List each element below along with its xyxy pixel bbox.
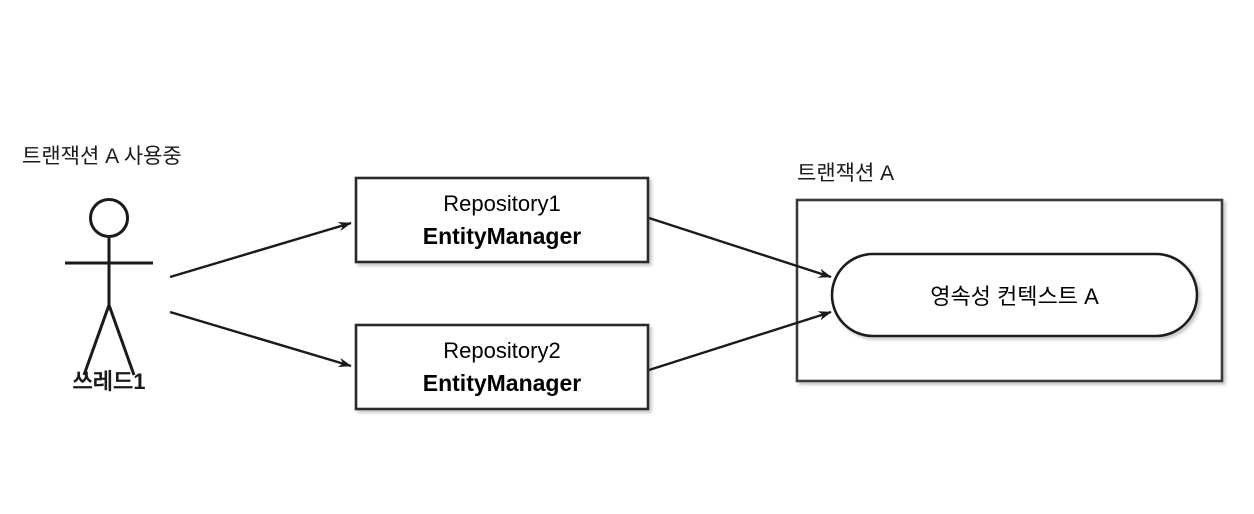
actor-head-icon: [89, 198, 129, 238]
actor-leg-left: [82, 304, 111, 376]
repository2-title: Repository2: [443, 337, 561, 363]
repository2-box: [354, 323, 650, 411]
actor-name-label: 쓰레드1: [72, 369, 146, 394]
repository2-label-group: Repository2 EntityManager: [356, 325, 648, 409]
repository1-box: [354, 176, 650, 264]
arrow-repository2-to-context: [648, 310, 832, 372]
arrow-repository1-to-context: [648, 216, 832, 279]
repository1-label-group: Repository1 EntityManager: [356, 178, 648, 262]
repository1-title: Repository1: [443, 190, 561, 216]
repository1-entitymanager: EntityManager: [422, 222, 582, 249]
actor-leg-right: [107, 304, 136, 376]
persistence-context-label: 영속성 컨텍스트 A: [930, 284, 1099, 309]
arrow-actor-to-repository2: [169, 310, 352, 368]
repository2-entitymanager: EntityManager: [422, 369, 582, 396]
persistence-context-shape: [830, 252, 1199, 338]
actor-stick-figure: [65, 198, 153, 376]
persistence-context-label-group: 영속성 컨텍스트 A: [832, 254, 1197, 336]
arrow-actor-to-repository1: [169, 221, 352, 279]
transaction-label: 트랜잭션 A: [797, 162, 895, 185]
actor-caption: 트랜잭션 A 사용중: [22, 145, 182, 168]
